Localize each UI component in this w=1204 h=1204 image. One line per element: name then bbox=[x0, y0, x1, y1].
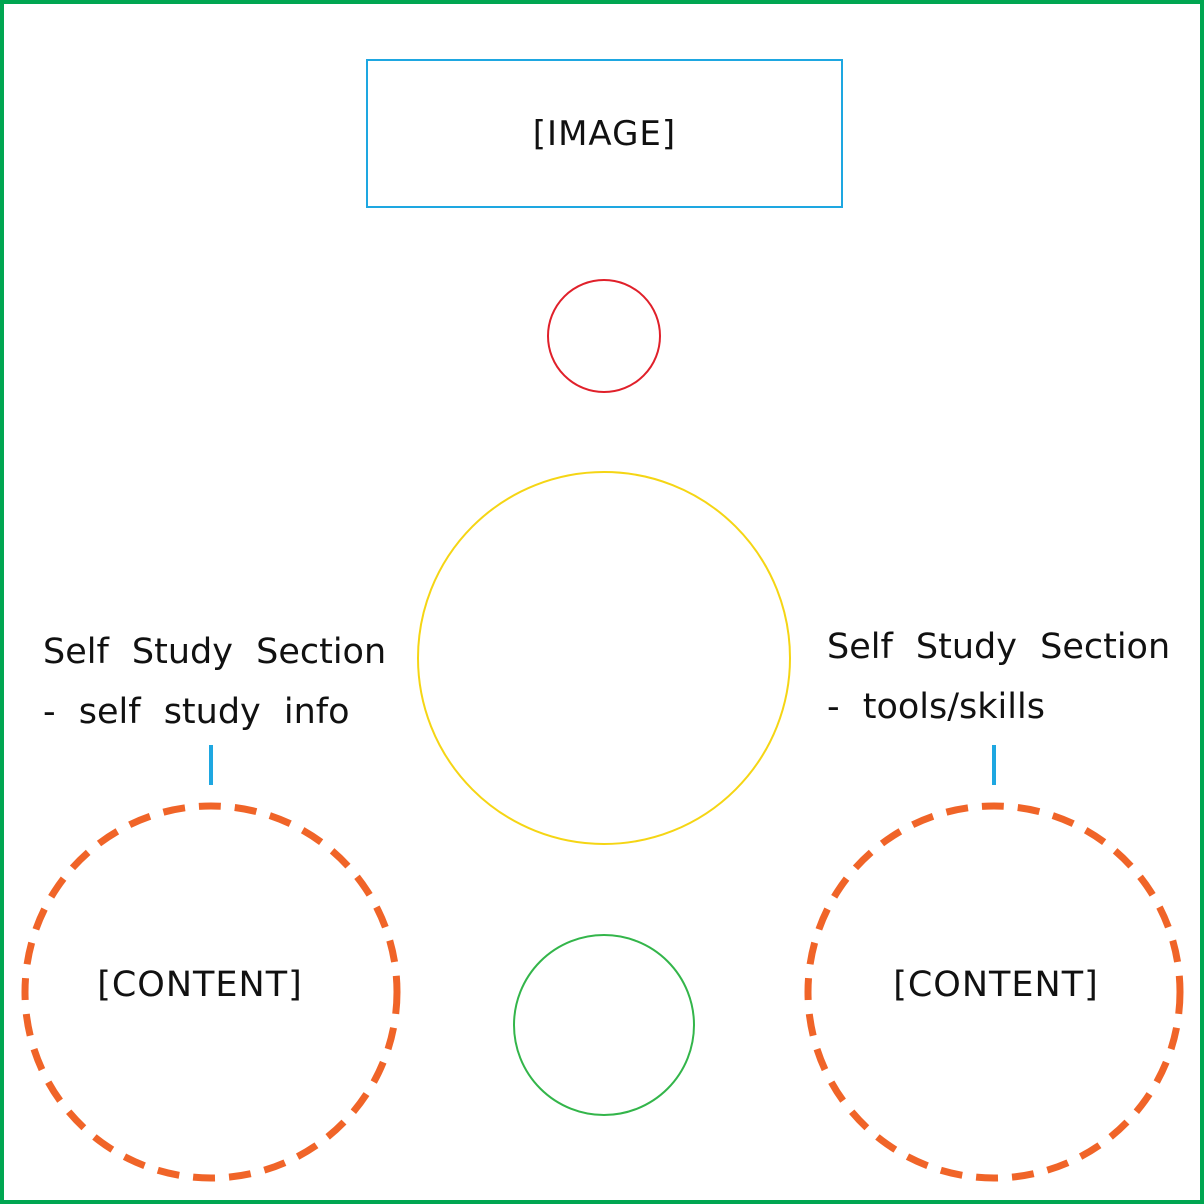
yellow-circle bbox=[417, 471, 791, 845]
right-section-subtitle: - tools/skills bbox=[827, 687, 1045, 727]
image-placeholder-label: [IMAGE] bbox=[532, 113, 677, 154]
green-circle bbox=[513, 934, 695, 1116]
left-section-subtitle: - self study info bbox=[43, 692, 350, 732]
right-content-circle bbox=[804, 802, 1184, 1182]
left-content-circle bbox=[21, 802, 401, 1182]
right-section-title: Self Study Section bbox=[827, 627, 1171, 667]
red-circle bbox=[547, 279, 661, 393]
left-section-label: Self Study Section - self study info bbox=[43, 622, 386, 742]
left-section-title: Self Study Section bbox=[43, 632, 387, 672]
right-section-label: Self Study Section - tools/skills bbox=[827, 617, 1170, 737]
right-content-label: [CONTENT] bbox=[893, 965, 1099, 1005]
left-content-label: [CONTENT] bbox=[97, 965, 303, 1005]
image-placeholder: [IMAGE] bbox=[366, 59, 843, 208]
